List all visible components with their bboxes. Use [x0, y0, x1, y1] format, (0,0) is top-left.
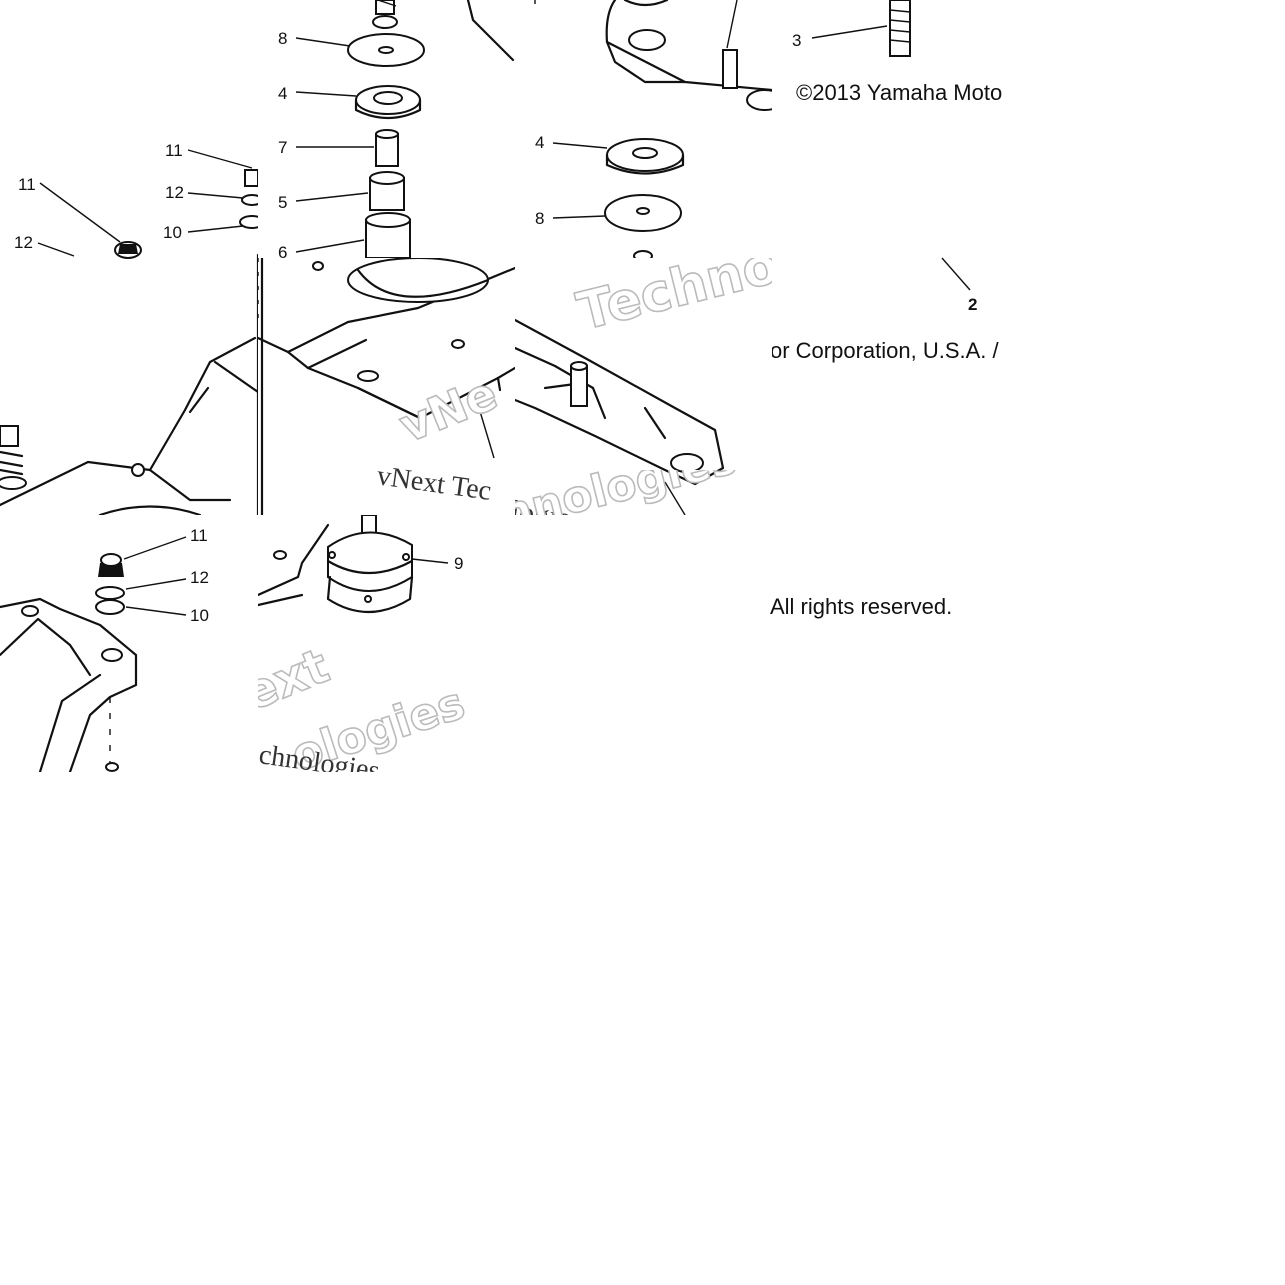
diagram-tile-stud: 4 8	[515, 0, 772, 258]
copyright-line-3: All rights reserved.	[770, 594, 953, 619]
diagram-tile-hardware-stack: 8 4 7 5 6	[258, 0, 515, 258]
diagram-tile-rubber-mount: 9 ext ologies chnologies	[258, 515, 515, 772]
diagram-tile-mount-plate: vNe vNext Tec	[258, 258, 515, 515]
diagram-tile-copyright-lower: 2 or Corporation, U.S.A. /	[772, 258, 1029, 515]
diagram-tile-watermark-strip: hnologies	[515, 470, 772, 515]
copyright-line-2: or Corporation, U.S.A. /	[772, 338, 999, 363]
diagram-tile-bottom-left: 11 12 10	[0, 515, 258, 772]
diagram-tile-copyright-upper: 3 ©2013 Yamaha Moto	[772, 0, 1029, 258]
watermark-hnologies-large: hnologies	[515, 470, 741, 515]
diagram-tile-top-left: 11 12 11 12 10	[0, 0, 258, 515]
copyright-line-1: ©2013 Yamaha Moto	[796, 80, 1003, 105]
